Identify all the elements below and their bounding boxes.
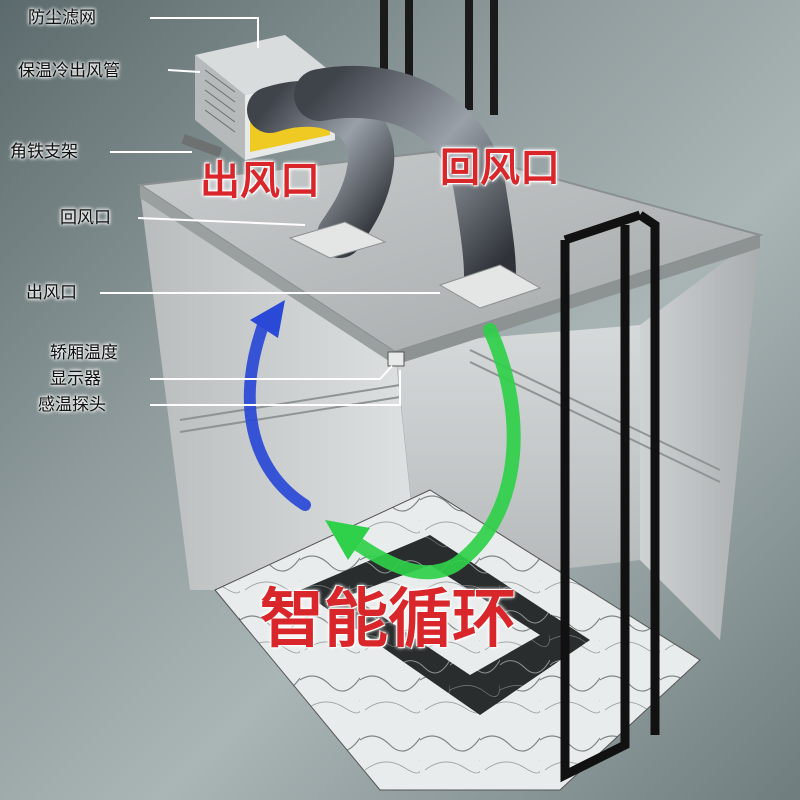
callout-smart-cycle: 智能循环: [260, 583, 516, 657]
label-outlet: 出风口: [26, 283, 77, 303]
left-duct-mount: [288, 221, 387, 259]
angle-bracket: [181, 134, 223, 158]
green-circulation-arrow: [338, 323, 521, 580]
hoist-ropes: [380, 0, 498, 115]
callout-return: 回风口: [440, 145, 560, 191]
leader-lines: [100, 17, 440, 406]
callout-outlet: 出风口: [200, 158, 320, 204]
return-duct: [294, 65, 516, 301]
roof-edge: [140, 185, 395, 365]
label-display: 显示器: [50, 369, 101, 389]
blue-arrowhead: [250, 300, 285, 338]
floor-inlay-center: [350, 565, 540, 675]
temp-display: [387, 351, 405, 367]
vent-grille: [204, 69, 236, 133]
label-car-temp: 轿厢温度: [50, 343, 118, 363]
label-dust-filter: 防尘滤网: [28, 8, 96, 28]
label-angle-bracket: 角铁支架: [10, 142, 78, 162]
cabin-left-wall: [140, 190, 420, 590]
green-arrowhead: [325, 520, 370, 560]
label-insulated-duct: 保温冷出风管: [18, 61, 120, 81]
car-sling-frame: [560, 210, 660, 783]
label-sensor: 感温探头: [38, 395, 106, 415]
label-return-vent: 回风口: [60, 208, 111, 228]
blue-circulation-arrow: [243, 314, 311, 511]
cabin-right-wall: [640, 235, 760, 640]
right-duct-mount: [438, 264, 542, 309]
